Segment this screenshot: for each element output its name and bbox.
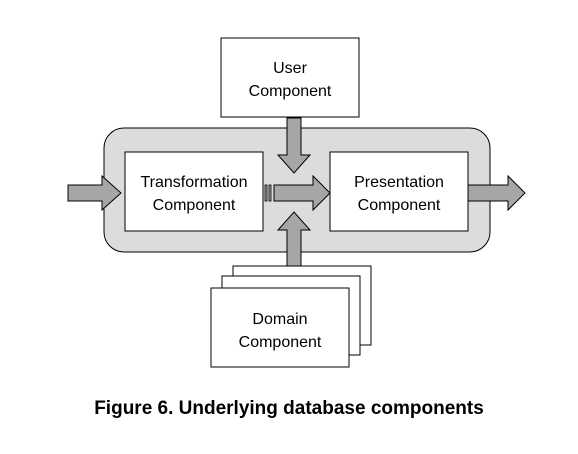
- domain-component-box: [210, 287, 350, 368]
- transformation-component-label-1: Transformation: [141, 174, 248, 191]
- transformation-component-box: [124, 151, 264, 232]
- input-arrow: [67, 174, 122, 212]
- connector-stripe: [264, 184, 268, 202]
- presentation-component-box: [329, 151, 469, 232]
- figure-caption: Figure 6. Underlying database components: [94, 398, 484, 419]
- output-arrow: [467, 174, 526, 212]
- flow-arrow: [273, 174, 331, 212]
- architecture-diagram: User Component Transformation Component …: [67, 37, 526, 368]
- presentation-component-label-1: Presentation: [354, 174, 444, 191]
- user-down-arrow: [276, 117, 312, 174]
- user-component-box: [220, 37, 360, 118]
- domain-up-arrow: [276, 211, 312, 267]
- transformation-component-label-2: Component: [153, 197, 236, 214]
- presentation-component-label-2: Component: [358, 197, 441, 214]
- domain-component-label-1: Domain: [252, 311, 307, 328]
- connector-stripe: [268, 184, 272, 202]
- user-component-label-1: User: [273, 60, 307, 77]
- user-component-label-2: Component: [249, 83, 332, 100]
- domain-component-label-2: Component: [239, 334, 322, 351]
